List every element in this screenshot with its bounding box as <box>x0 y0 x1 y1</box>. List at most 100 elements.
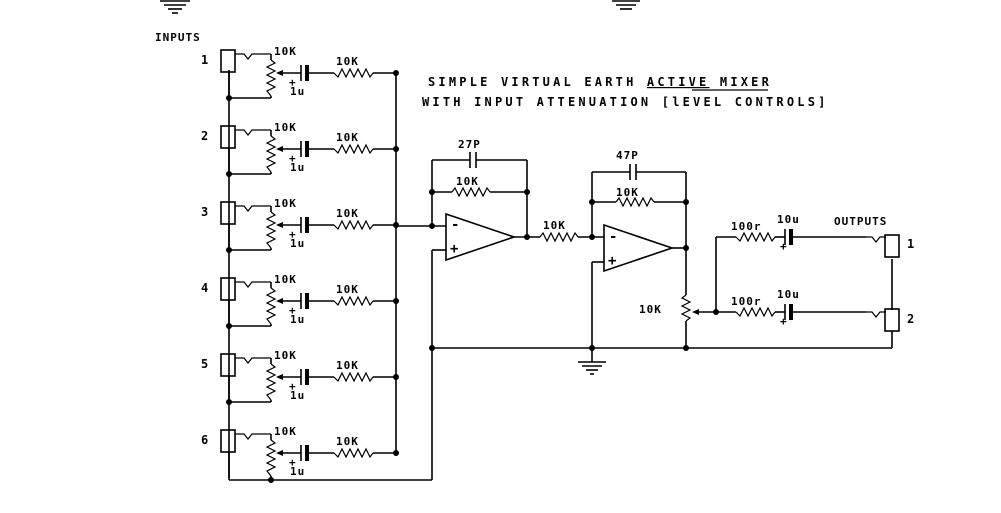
output-pot-wiper-arrow <box>692 309 699 315</box>
title-line-1: SIMPLE VIRTUAL EARTH ACTIVE MIXER <box>428 75 772 89</box>
output-jack <box>884 234 900 258</box>
cap-polarity: + <box>289 76 297 89</box>
level-pot <box>265 287 277 325</box>
pot-label: 10K <box>274 45 297 58</box>
op-amp-2-plus: + <box>608 253 616 269</box>
jack-contact <box>235 129 271 136</box>
input-jack <box>220 201 236 225</box>
input-jack <box>220 125 236 149</box>
jack-contact <box>235 205 271 212</box>
junction-dot <box>589 199 595 205</box>
resistor-label: 10K <box>336 55 359 68</box>
cap-polarity: + <box>289 152 297 165</box>
series-resistor <box>333 67 374 79</box>
pot-label: 10K <box>274 273 297 286</box>
series-resistor <box>333 447 374 459</box>
outputs-label: OUTPUTS <box>834 215 887 228</box>
title-line-2: WITH INPUT ATTENUATION [lEVEL CONTROLS] <box>422 95 829 109</box>
resistor-label: 10K <box>336 131 359 144</box>
output-resistor-label: 100r <box>731 295 762 308</box>
output-number: 2 <box>907 312 914 326</box>
op-amp-1 <box>445 212 517 262</box>
pot-wiper-arrow <box>276 146 283 152</box>
output-resistor <box>735 306 776 318</box>
pot-wiper-arrow <box>276 450 283 456</box>
junction-dot <box>524 234 530 240</box>
feedback-resistor-2-label: 10K <box>616 186 639 199</box>
resistor-label: 10K <box>336 435 359 448</box>
input-jack <box>220 277 236 301</box>
output-channel-2: 2 100r 10u + <box>731 288 914 332</box>
output-cap-plate-b <box>789 229 793 245</box>
series-resistor <box>333 295 374 307</box>
op-amp-1-minus: - <box>451 217 459 233</box>
jack-contact <box>235 53 271 60</box>
input-jack <box>220 49 236 73</box>
output-cap-polarity: + <box>780 240 788 253</box>
jack-contact <box>235 357 271 364</box>
input-jack <box>220 429 236 453</box>
channel-number: 3 <box>201 205 208 219</box>
cap-27p-label: 27P <box>458 138 481 151</box>
pot-label: 10K <box>274 197 297 210</box>
cap-label: 1u <box>290 161 305 174</box>
pot-wiper-arrow <box>276 374 283 380</box>
series-resistor <box>333 371 374 383</box>
series-resistor <box>333 219 374 231</box>
level-pot <box>265 363 277 401</box>
coupling-cap-plate-b <box>305 217 309 233</box>
pot-label: 10K <box>274 349 297 362</box>
output-cap-polarity: + <box>780 315 788 328</box>
cap-label: 1u <box>290 389 305 402</box>
coupling-cap-plate-b <box>305 293 309 309</box>
cap-label: 1u <box>290 465 305 478</box>
inputs-label: INPUTS <box>155 31 201 44</box>
output-cap-label: 10u <box>777 213 800 226</box>
level-pot <box>265 135 277 173</box>
cap-label: 1u <box>290 85 305 98</box>
cap-label: 1u <box>290 313 305 326</box>
op-amp-2 <box>603 223 675 273</box>
channel-4: 4 10K 1u+10K <box>201 273 399 329</box>
feedback-resistor-1-label: 10K <box>456 175 479 188</box>
level-pot <box>265 439 277 477</box>
pot-wiper-arrow <box>276 222 283 228</box>
output-pot-label: 10K <box>639 303 662 316</box>
op-amp-1-plus: + <box>450 241 458 257</box>
pot-wiper-arrow <box>276 70 283 76</box>
output-cap-plate-b <box>789 304 793 320</box>
junction-dot <box>683 245 689 251</box>
output-jack-contact <box>866 311 886 318</box>
coupling-cap-plate-b <box>305 369 309 385</box>
op-amp-2-minus: - <box>609 229 617 245</box>
channel-number: 5 <box>201 357 208 371</box>
input-channels: 110K1u+10K210K1u+10K310K1u+10K410K1u+10K… <box>201 45 399 480</box>
level-pot <box>265 211 277 249</box>
junction-dot <box>429 189 435 195</box>
coupling-cap-plate-b <box>305 141 309 157</box>
cap-polarity: + <box>289 456 297 469</box>
cap-polarity: + <box>289 304 297 317</box>
ground-symbol-center <box>578 361 606 375</box>
junction-dot <box>268 477 274 483</box>
channel-number: 4 <box>201 281 208 295</box>
output-jack-contact <box>866 236 886 243</box>
resistor-label: 10K <box>336 283 359 296</box>
output-cap-label: 10u <box>777 288 800 301</box>
jack-contact <box>235 433 271 440</box>
series-resistor <box>333 143 374 155</box>
jack-contact <box>235 281 271 288</box>
cap-label: 1u <box>290 237 305 250</box>
output-resistor-label: 100r <box>731 220 762 233</box>
junction-dot <box>393 70 399 76</box>
resistor-label: 10K <box>336 207 359 220</box>
output-jack <box>884 308 900 332</box>
resistor-label: 10K <box>336 359 359 372</box>
